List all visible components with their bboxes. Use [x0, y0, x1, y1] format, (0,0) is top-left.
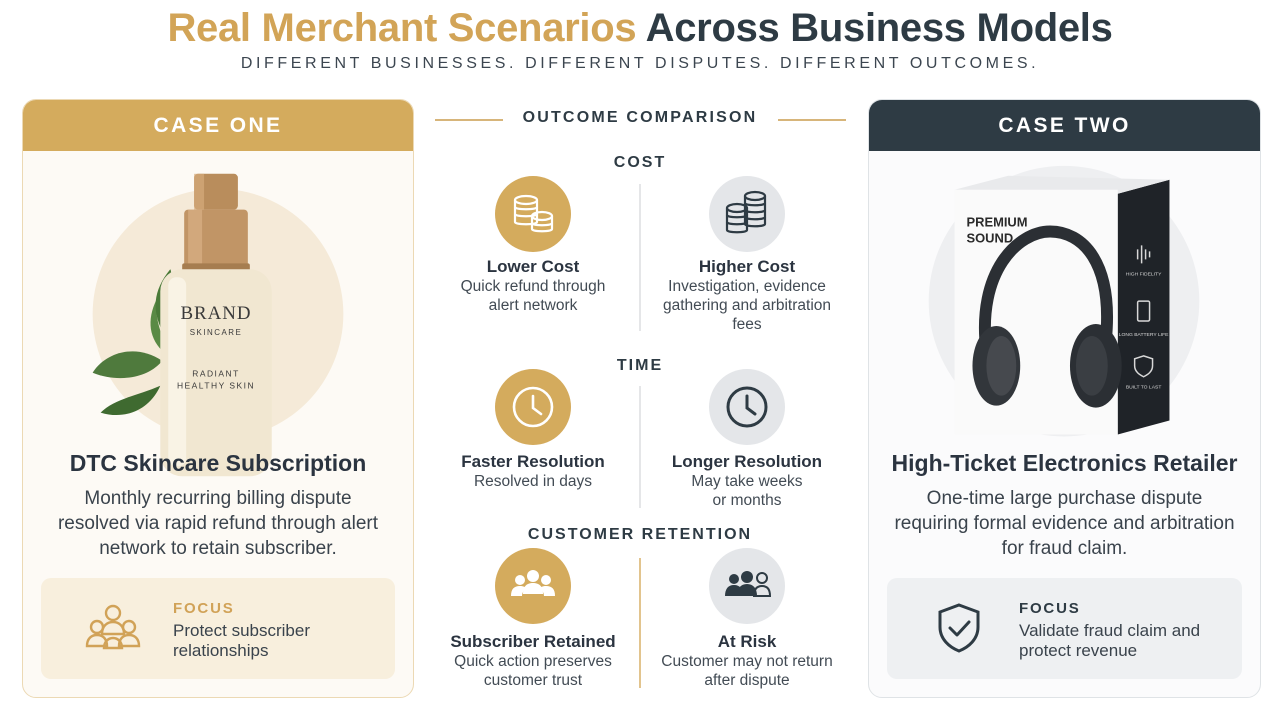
title-rest: Across Business Models	[645, 6, 1113, 50]
case-one-card: CASE ONE BRAND SKINCARE RADIANT HEALTHY …	[22, 99, 414, 698]
outcome-comparison-heading: OUTCOME COMPARISON	[522, 109, 758, 126]
box-label-1: PREMIUM	[967, 215, 1028, 230]
subscriber-retained-desc-2: customer trust	[483, 672, 583, 689]
at-risk-title: At Risk	[717, 632, 777, 651]
cost-label: COST	[613, 154, 667, 171]
case-one-focus: FOCUS Protect subscriber relationships	[41, 578, 395, 679]
shield-check-icon	[938, 603, 980, 653]
faster-resolution-desc-1: Resolved in days	[473, 473, 593, 490]
higher-cost-desc-2: gathering and arbitration	[662, 297, 832, 314]
time-divider	[639, 386, 641, 508]
cost-divider	[639, 184, 641, 331]
case-one-focus-label: FOCUS	[173, 600, 235, 617]
case-two-header: CASE TWO	[869, 100, 1260, 151]
headphones-box-illustration: PREMIUM SOUND HIGH FIDELITY LONG BATTERY…	[928, 165, 1200, 437]
bottle-line-text: SKINCARE	[190, 328, 243, 337]
heading-rule-right	[778, 119, 846, 121]
subscriber-retained-title: Subscriber Retained	[450, 632, 616, 651]
bottle-tagline-2: HEALTHY SKIN	[177, 381, 255, 391]
lower-cost-metric: Lower Cost Quick refund through alert ne…	[433, 257, 633, 315]
at-risk-desc-2: after dispute	[704, 672, 790, 689]
time-label: TIME	[616, 357, 664, 374]
subscriber-retained-desc-1: Quick action preserves	[454, 653, 612, 670]
longer-resolution-desc-1: May take weeks	[691, 473, 803, 490]
page-title: Real Merchant Scenarios Across Business …	[0, 6, 1280, 51]
lower-cost-desc-2: alert network	[488, 297, 578, 314]
box-feature-2: LONG BATTERY LIFE	[1119, 332, 1169, 338]
retention-divider	[639, 558, 641, 688]
bottle-brand-text: BRAND	[180, 303, 251, 324]
case-two-card: CASE TWO PREMIUM SOUND HIGH FIDELITY LON…	[868, 99, 1261, 698]
case-two-focus-label: FOCUS	[1019, 600, 1081, 617]
higher-cost-title: Higher Cost	[698, 257, 796, 276]
longer-resolution-desc-2: or months	[712, 492, 782, 509]
case-two-focus: FOCUS Validate fraud claim and protect r…	[887, 578, 1242, 679]
people-group-icon	[85, 604, 141, 650]
page-subtitle: DIFFERENT BUSINESSES. DIFFERENT DISPUTES…	[240, 55, 1040, 72]
longer-resolution-title: Longer Resolution	[671, 452, 823, 471]
skincare-bottle-illustration: BRAND SKINCARE RADIANT HEALTHY SKIN	[92, 173, 344, 477]
higher-cost-desc-3: fees	[732, 316, 762, 333]
faster-resolution-title: Faster Resolution	[461, 452, 605, 471]
retention-label: CUSTOMER RETENTION	[527, 526, 753, 543]
case-one-description: Monthly recurring billing dispute resolv…	[57, 488, 379, 559]
heading-rule-left	[435, 119, 503, 121]
clock-icon	[495, 369, 571, 445]
coin-stack-icon	[709, 176, 785, 252]
at-risk-metric: At Risk Customer may not return after di…	[647, 632, 847, 690]
box-label-2: SOUND	[967, 230, 1014, 245]
higher-cost-metric: Higher Cost Investigation, evidence gath…	[647, 257, 847, 334]
subscriber-retained-metric: Subscriber Retained Quick action preserv…	[433, 632, 633, 690]
clock-icon-gray	[709, 369, 785, 445]
case-one-focus-text: Protect subscriber relationships	[173, 621, 310, 660]
title-highlight: Real Merchant Scenarios	[167, 6, 637, 50]
case-two-description: One-time large purchase dispute requirin…	[894, 488, 1235, 559]
longer-resolution-metric: Longer Resolution May take weeks or mont…	[647, 452, 847, 510]
lower-cost-title: Lower Cost	[486, 257, 580, 276]
box-feature-3: BUILT TO LAST	[1126, 385, 1162, 391]
case-two-focus-text: Validate fraud claim and protect revenue	[1019, 621, 1201, 660]
case-one-header: CASE ONE	[23, 100, 413, 151]
user-leaving-icon	[709, 548, 785, 624]
lower-cost-desc-1: Quick refund through	[460, 278, 606, 295]
case-two-title: High-Ticket Electronics Retailer	[891, 450, 1238, 476]
bottle-tagline-1: RADIANT	[192, 369, 239, 379]
faster-resolution-metric: Faster Resolution Resolved in days	[433, 452, 633, 491]
higher-cost-desc-1: Investigation, evidence	[668, 278, 826, 295]
box-feature-1: HIGH FIDELITY	[1126, 271, 1162, 277]
case-one-title: DTC Skincare Subscription	[69, 450, 367, 476]
coins-icon	[495, 176, 571, 252]
at-risk-desc-1: Customer may not return	[661, 653, 833, 670]
group-icon	[495, 548, 571, 624]
